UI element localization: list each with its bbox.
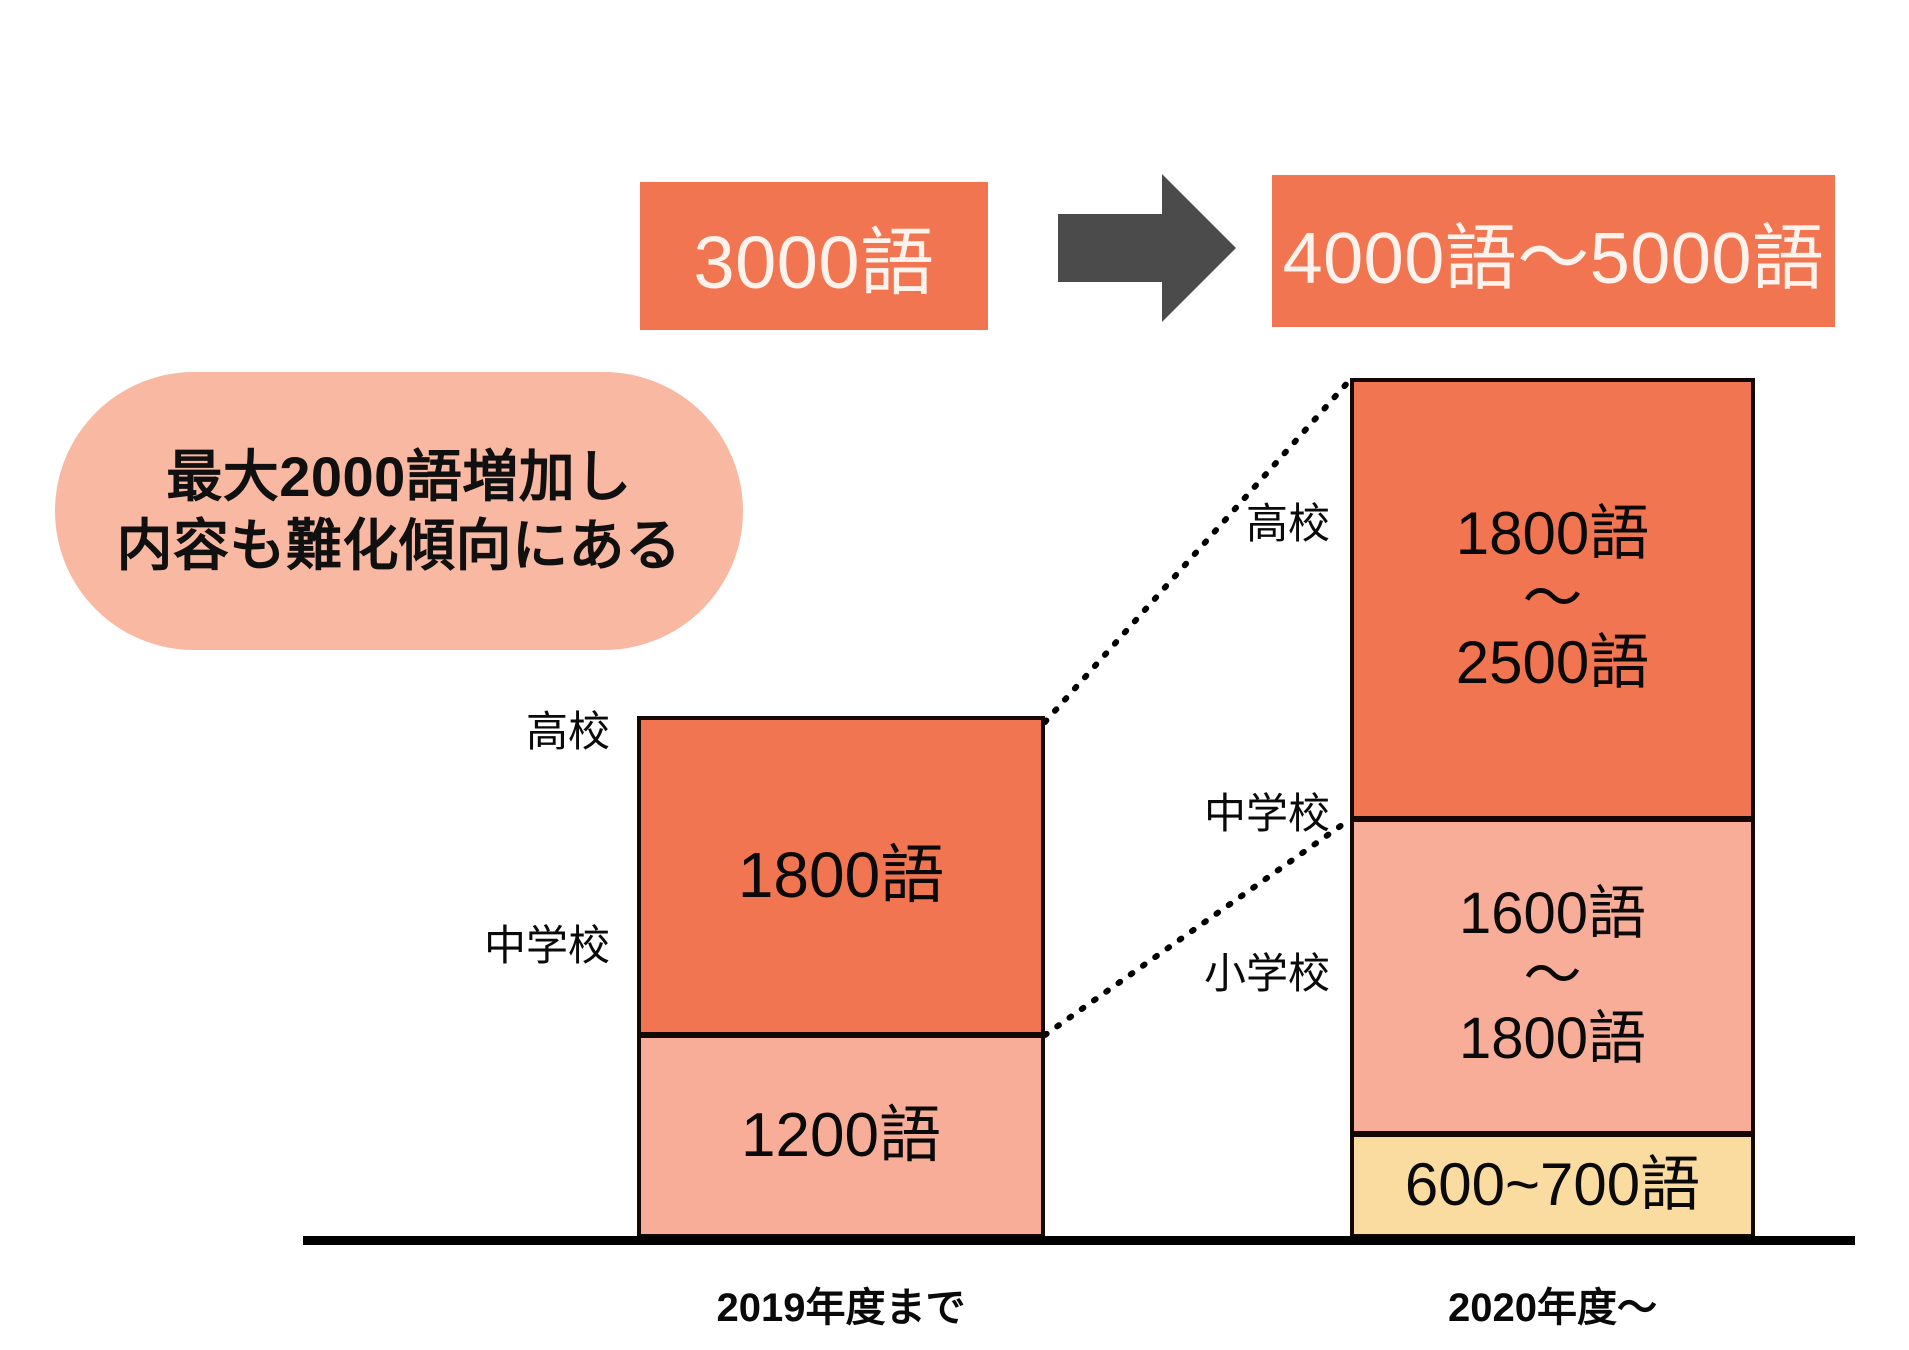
- left-bar-highschool-value: 1800語: [737, 839, 945, 912]
- right-bar-segment-elementary: 600~700語: [1350, 1133, 1755, 1238]
- left-bar-segment-highschool: 1800語: [637, 716, 1045, 1036]
- connector-top: [1042, 378, 1352, 725]
- x-axis-label-left: 2019年度まで: [716, 1286, 966, 1330]
- right-arrow-icon: [1058, 168, 1236, 328]
- before-total-banner: 3000語: [640, 182, 988, 330]
- right-bar-elementary-value: 600~700語: [1404, 1151, 1701, 1219]
- right-bar-highschool-value-top: 1800語: [1455, 499, 1650, 567]
- right-bar-label-elementary: 小学校: [1203, 950, 1330, 997]
- right-bar-juniorhigh-value-bottom: 1800語: [1458, 1005, 1647, 1071]
- x-axis-label-right: 2020年度〜: [1448, 1286, 1657, 1330]
- right-bar-juniorhigh-tilde: 〜: [1523, 943, 1582, 1009]
- callout-line-1: 最大2000語増加し: [166, 444, 632, 508]
- baseline-axis: [303, 1236, 1855, 1245]
- right-bar-highschool-value-bottom: 2500語: [1455, 629, 1650, 697]
- callout-bubble: 最大2000語増加し 内容も難化傾向にある: [55, 372, 743, 650]
- right-stacked-bar: 1800語 〜 2500語 1600語 〜 1800語 600~700語: [1350, 378, 1755, 1238]
- right-bar-segment-juniorhigh: 1600語 〜 1800語: [1350, 818, 1755, 1135]
- after-total-banner: 4000語〜5000語: [1272, 175, 1835, 327]
- left-bar-label-juniorhigh: 中学校: [483, 922, 610, 969]
- left-stacked-bar: 1800語 1200語: [637, 716, 1045, 1238]
- left-bar-segment-juniorhigh: 1200語: [637, 1034, 1045, 1238]
- right-bar-segment-highschool: 1800語 〜 2500語: [1350, 378, 1755, 820]
- right-bar-label-highschool: 高校: [1245, 500, 1330, 547]
- callout-line-2: 内容も難化傾向にある: [116, 514, 682, 577]
- left-bar-label-highschool: 高校: [525, 708, 610, 755]
- left-bar-juniorhigh-value: 1200語: [741, 1100, 941, 1170]
- right-bar-juniorhigh-value-top: 1600語: [1458, 880, 1647, 946]
- connector-middle: [1042, 817, 1352, 1038]
- right-bar-label-juniorhigh: 中学校: [1203, 790, 1330, 837]
- right-bar-highschool-tilde: 〜: [1522, 564, 1583, 632]
